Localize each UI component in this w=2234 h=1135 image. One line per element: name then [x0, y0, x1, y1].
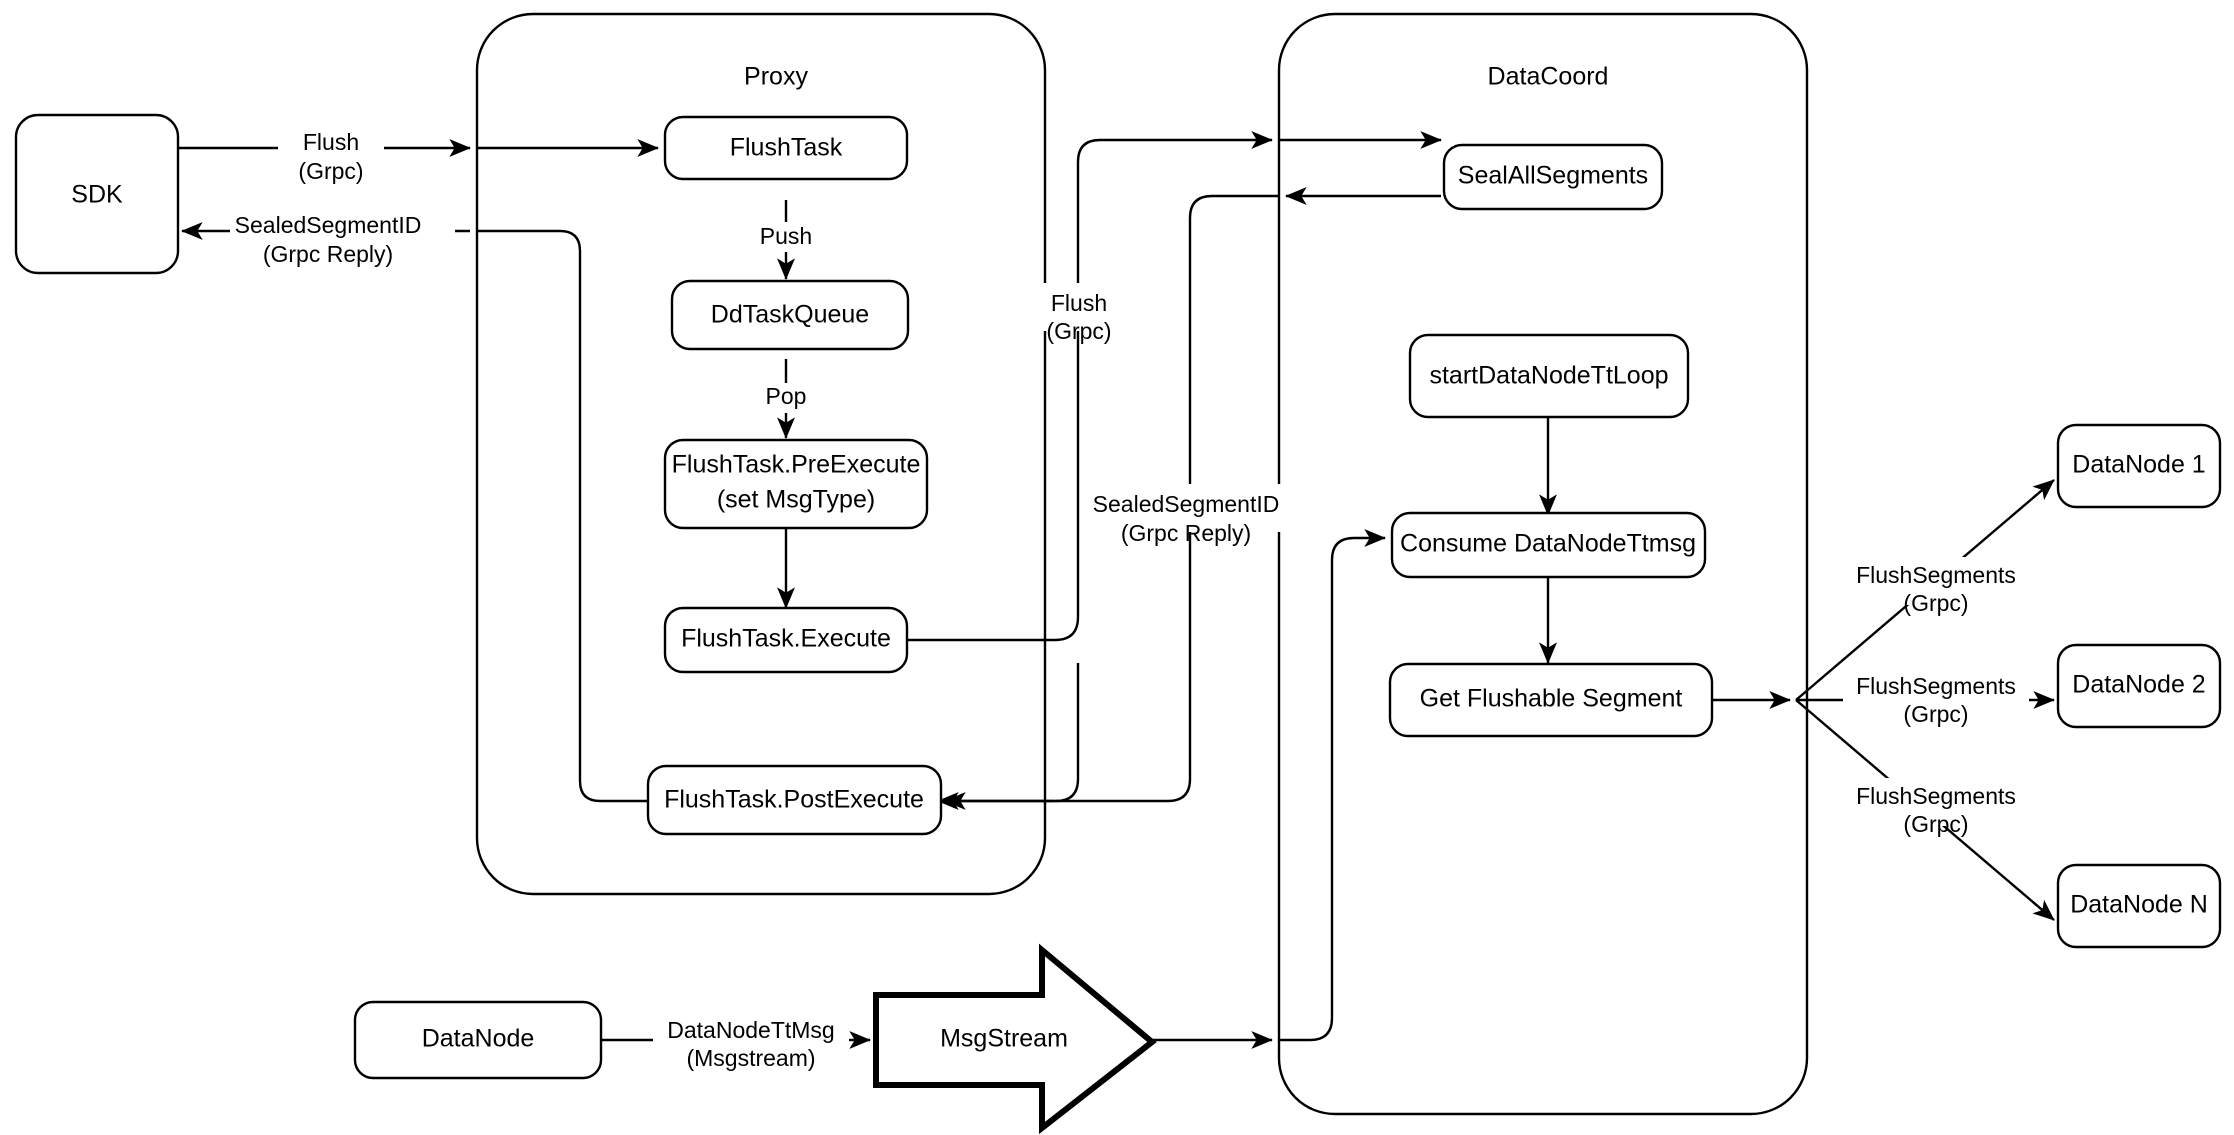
edge-label-flushsegments-1-line2: (Grpc) — [1903, 590, 1968, 616]
edge-label-flushsegments-2-line1: FlushSegments — [1856, 673, 2016, 699]
edge-label-push: Push — [760, 223, 812, 249]
node-flush-task[interactable] — [663, 115, 909, 181]
node-get-flushable-segment-label: Get Flushable Segment — [1420, 685, 1683, 713]
node-datanode-2[interactable] — [2056, 643, 2222, 729]
edge-label-sdk-flush-line1: Flush — [303, 129, 359, 155]
label-bg-dn-ttmsg — [653, 1018, 849, 1066]
edge-postexecute-to-reply-rail — [477, 229, 651, 803]
node-consume-datanode-ttmsg-label: Consume DataNodeTtmsg — [1400, 530, 1696, 558]
node-flushtask-execute[interactable] — [663, 606, 909, 674]
node-dd-task-queue[interactable] — [670, 279, 910, 351]
edge-label-sdk-flush-line2: (Grpc) — [298, 158, 363, 184]
label-bg-flushsegments-2 — [1843, 668, 2029, 716]
label-bg-dc-reply — [1092, 484, 1286, 532]
edge-label-pop: Pop — [766, 383, 807, 409]
edge-label-flushsegments-2-line2: (Grpc) — [1903, 701, 1968, 727]
node-sdk[interactable] — [14, 113, 180, 275]
edge-label-flushsegments-n-line1: FlushSegments — [1856, 783, 2016, 809]
proxy-group-label: Proxy — [744, 63, 808, 91]
edge-label-dc-reply-line2: (Grpc Reply) — [1121, 520, 1251, 546]
node-flush-task-label: FlushTask — [730, 134, 843, 162]
node-msgstream[interactable] — [873, 943, 1157, 1135]
edge-datacoord-outer-rail — [1055, 663, 1080, 803]
node-msgstream-label: MsgStream — [940, 1025, 1068, 1053]
edge-label-proxy-flush-line2: (Grpc) — [1046, 318, 1111, 344]
edge-execute-to-sealallsegments — [906, 131, 1273, 642]
edge-label-dc-reply-line1: SealedSegmentID — [1093, 491, 1280, 517]
node-datanode-source-label: DataNode — [422, 1025, 535, 1053]
node-datanode-n[interactable] — [2056, 863, 2222, 949]
node-datanode-1-label: DataNode 1 — [2072, 451, 2205, 479]
label-bg-sdk-reply — [230, 212, 455, 260]
node-flushtask-postexecute-label: FlushTask.PostExecute — [664, 786, 924, 814]
proxy-group — [475, 12, 1047, 896]
datacoord-group-label: DataCoord — [1488, 63, 1609, 91]
node-dd-task-queue-label: DdTaskQueue — [711, 301, 869, 329]
label-bg-flushsegments-n — [1843, 778, 2029, 826]
edge-label-flushsegments-n-line2: (Grpc) — [1903, 811, 1968, 837]
node-start-datanode-tt-loop[interactable] — [1408, 333, 1690, 419]
label-bg-sdk-flush — [278, 129, 384, 177]
node-datanode-2-label: DataNode 2 — [2072, 671, 2205, 699]
node-flushtask-execute-label: FlushTask.Execute — [681, 625, 891, 653]
node-flushtask-preexecute-label-2: (set MsgType) — [717, 486, 875, 514]
node-flushtask-postexecute[interactable] — [646, 764, 943, 836]
edge-label-sdk-reply-line1: SealedSegmentID — [235, 212, 422, 238]
node-datanode-n-label: DataNode N — [2070, 891, 2208, 919]
node-flushtask-preexecute-label-1: FlushTask.PreExecute — [672, 451, 921, 479]
edge-label-sdk-reply-line2: (Grpc Reply) — [263, 241, 393, 267]
node-seal-all-segments[interactable] — [1442, 143, 1664, 211]
edge-label-dn-ttmsg-line1: DataNodeTtMsg — [667, 1017, 834, 1043]
datacoord-group — [1277, 12, 1809, 1116]
edge-label-flushsegments-1-line1: FlushSegments — [1856, 562, 2016, 588]
node-datanode-1[interactable] — [2056, 423, 2222, 509]
node-get-flushable-segment[interactable] — [1388, 662, 1714, 738]
node-sdk-label: SDK — [71, 181, 123, 209]
node-start-datanode-tt-loop-label: startDataNodeTtLoop — [1429, 362, 1668, 390]
node-datanode-source[interactable] — [353, 1000, 603, 1080]
label-bg-pop — [752, 383, 820, 413]
node-seal-all-segments-label: SealAllSegments — [1458, 162, 1648, 190]
edge-label-dn-ttmsg-line2: (Msgstream) — [686, 1045, 815, 1071]
edge-datacoord-ttmsg-rail — [1279, 529, 1386, 1042]
label-bg-proxy-flush — [1026, 283, 1132, 331]
label-bg-flushsegments-1 — [1843, 557, 2029, 605]
label-bg-push — [748, 222, 822, 252]
edge-label-proxy-flush-line1: Flush — [1051, 290, 1107, 316]
node-consume-datanode-ttmsg[interactable] — [1390, 511, 1707, 579]
node-flushtask-preexecute[interactable] — [663, 438, 929, 530]
